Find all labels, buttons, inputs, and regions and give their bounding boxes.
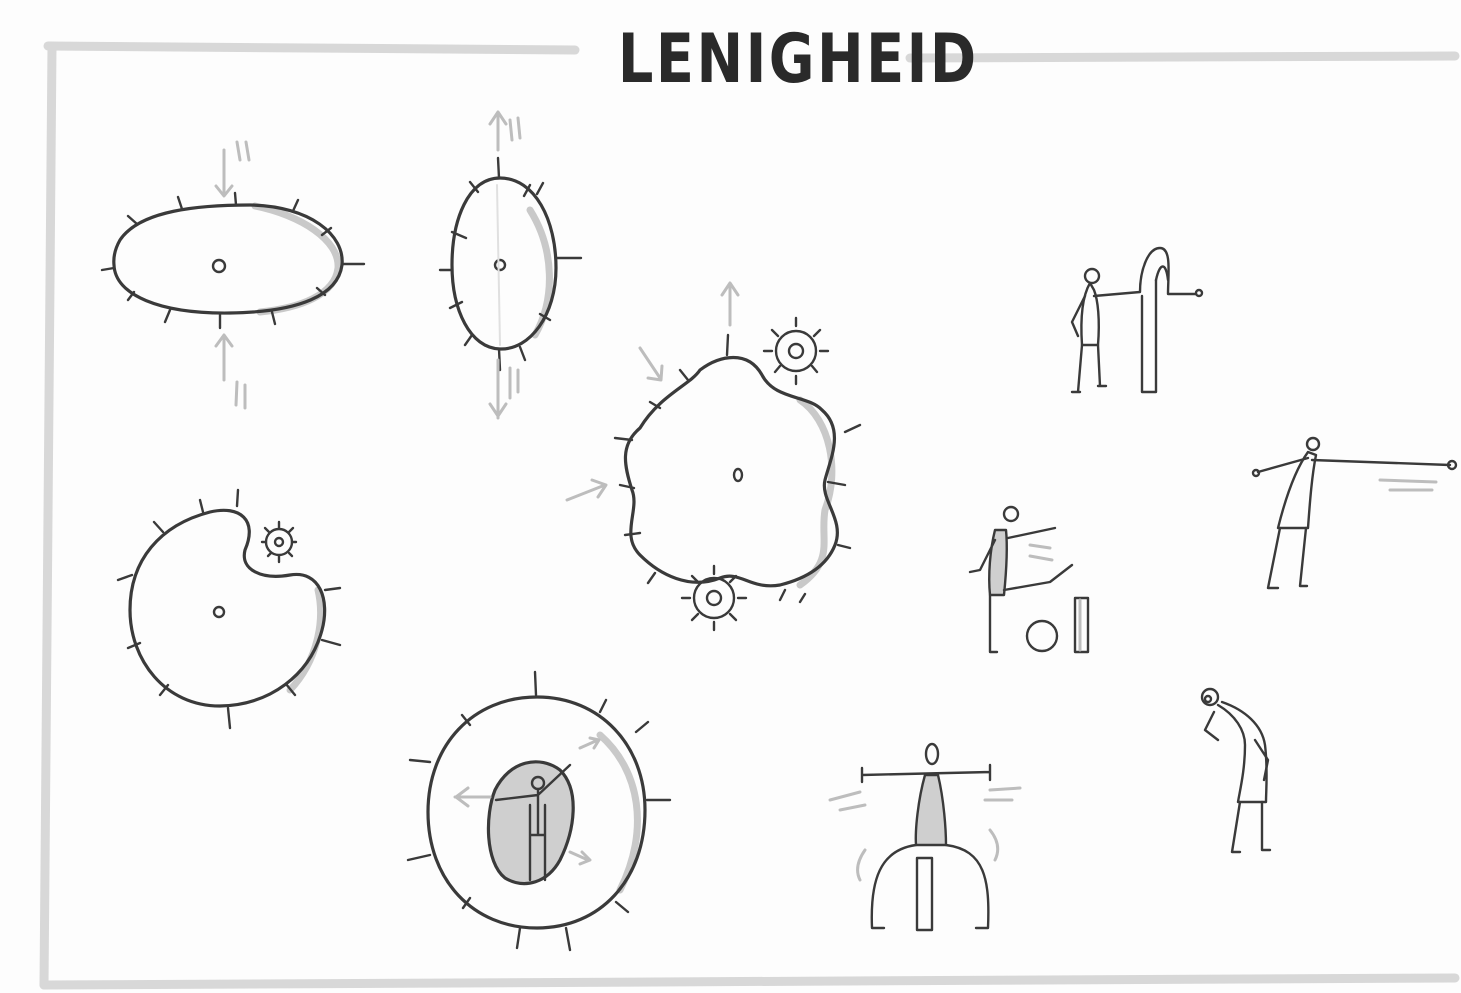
frame bbox=[39, 41, 1460, 990]
cell-engulfing-small-cell bbox=[116, 488, 342, 730]
person-kicking-over-obstacles bbox=[968, 505, 1090, 654]
page-title: LENIGHEID bbox=[617, 20, 979, 99]
cell-compressed-vertically bbox=[100, 140, 366, 410]
cell-stretched-vertically bbox=[438, 110, 583, 420]
person-bending-forward bbox=[1200, 687, 1272, 854]
person-reaching-bent-pole bbox=[1070, 246, 1204, 394]
cell-with-person-stretching-inside bbox=[406, 670, 672, 952]
person-pointing-far-right bbox=[1251, 436, 1458, 590]
person-arms-stretched-over-bent-legs bbox=[828, 742, 1022, 932]
cell-deformed-by-pressure bbox=[565, 281, 862, 632]
